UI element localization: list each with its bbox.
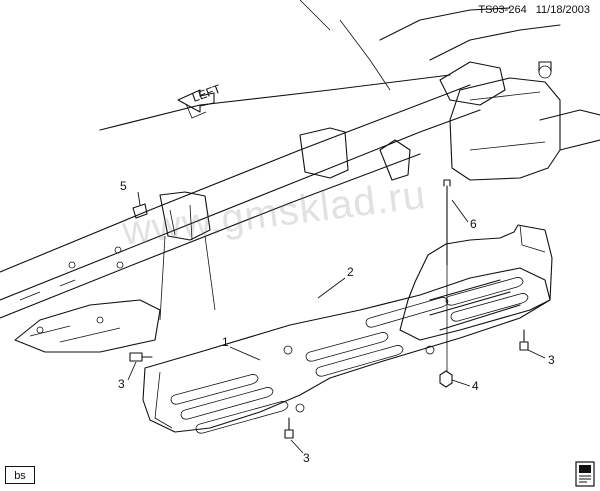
stud-6 <box>443 179 451 372</box>
diagram-header: TS03-264 11/18/2003 <box>472 4 590 16</box>
corner-tag: bs <box>5 466 35 484</box>
callout-4: 4 <box>472 379 479 393</box>
callout-3-left: 3 <box>118 377 125 391</box>
skid-plate-shield <box>142 267 551 434</box>
callout-6: 6 <box>470 217 477 231</box>
lower-crossmember-plate <box>14 299 161 353</box>
fuel-tank <box>449 61 561 181</box>
rear-frame-section <box>299 0 600 181</box>
bolt-left-3 <box>129 352 153 362</box>
callout-5: 5 <box>120 179 127 193</box>
frame-rail <box>0 84 481 319</box>
rear-shield-section <box>399 224 553 341</box>
cross-members <box>99 74 451 321</box>
callout-1: 1 <box>222 335 229 349</box>
clip-5 <box>132 203 148 219</box>
manual-book-icon <box>575 461 595 487</box>
bolt-bottom-3 <box>284 417 294 439</box>
callout-2: 2 <box>347 265 354 279</box>
nut-4 <box>439 370 453 388</box>
callout-3-right: 3 <box>548 353 555 367</box>
bolt-right-3 <box>519 329 529 351</box>
direction-arrow-label: LEFT <box>190 81 223 104</box>
callout-3-bottom: 3 <box>303 451 310 465</box>
diagram-code: TS03-264 <box>478 4 527 16</box>
direction-arrow-icon: LEFT <box>177 81 223 119</box>
leader-lines <box>127 191 546 454</box>
diagram-date: 11/18/2003 <box>535 4 590 16</box>
